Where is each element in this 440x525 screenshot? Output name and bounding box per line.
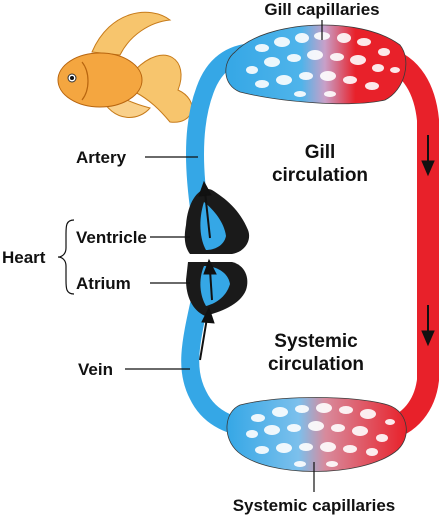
flow-arrows xyxy=(198,135,435,361)
gill-circulation-label-line2: circulation xyxy=(272,165,368,186)
goldfish-pupil xyxy=(70,76,74,80)
goldfish-gill-line xyxy=(81,61,89,101)
gill-capillaries-label: Gill capillaries xyxy=(264,0,379,19)
systemic-capillaries-label: Systemic capillaries xyxy=(233,496,396,515)
ventricle-label: Ventricle xyxy=(76,228,147,247)
heart-brace xyxy=(57,219,75,295)
goldfish-illustration xyxy=(57,11,193,123)
flow-arrow-icon xyxy=(201,306,215,324)
leader-lines xyxy=(57,20,323,492)
atrium-lumen xyxy=(200,266,230,306)
flow-arrow-icon xyxy=(203,258,217,275)
systemic-circulation-label-line1: Systemic xyxy=(274,331,358,352)
artery-label: Artery xyxy=(76,148,127,167)
systemic-circulation-label-line2: circulation xyxy=(268,354,364,375)
gill-circulation-label-line1: Gill xyxy=(305,142,336,163)
goldfish-dorsal-fin xyxy=(91,11,172,56)
oxygen-rich-vessels xyxy=(374,47,439,441)
right-vessel xyxy=(374,47,439,441)
flow-arrow-icon xyxy=(421,160,435,177)
heart-illustration xyxy=(184,189,250,316)
flow-arrow-icon xyxy=(421,330,435,347)
goldfish-body xyxy=(57,52,143,108)
flow-arrow-icon xyxy=(198,180,212,197)
atrium-label: Atrium xyxy=(76,274,131,293)
heart-label: Heart xyxy=(2,248,46,267)
systemic-capillary-bed xyxy=(226,397,407,472)
vein-label: Vein xyxy=(78,360,113,379)
gill-capillary-bed xyxy=(225,24,407,105)
